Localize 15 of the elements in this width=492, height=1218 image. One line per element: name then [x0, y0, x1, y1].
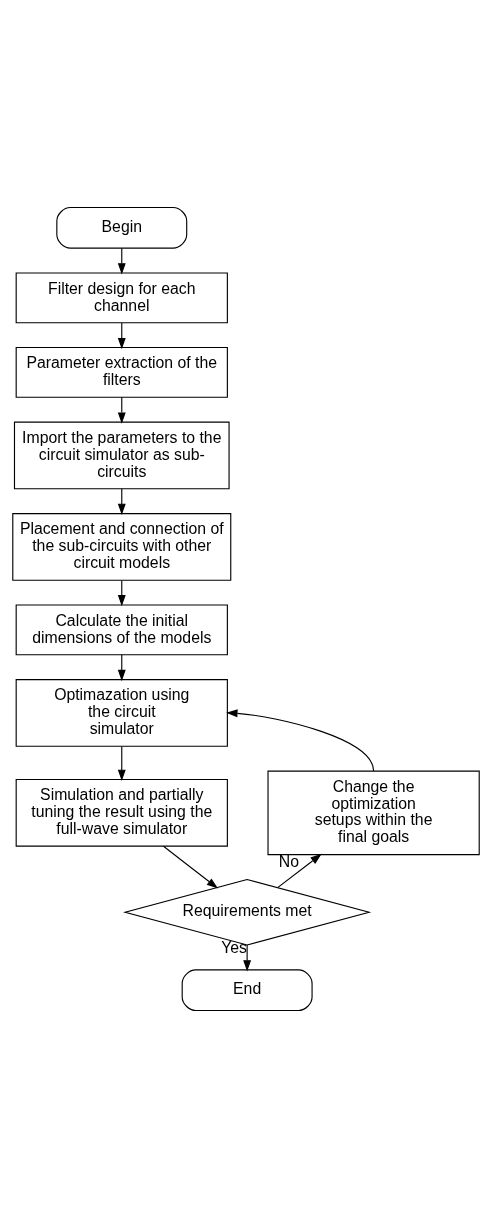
node-box: End: [181, 969, 313, 1012]
arrow: [277, 853, 322, 888]
node-box: Placement and connection of the sub-circuits with other circuit models: [12, 513, 232, 581]
node-box: Calculate the initial dimensions of the models: [15, 604, 228, 656]
node-box: Begin: [56, 206, 188, 249]
node-box: Optimazation using the circuit simulator: [15, 679, 228, 747]
node-box: Filter design for each channel: [15, 272, 228, 324]
node-box: Simulation and partially tuning the result using the full-wave simulator: [15, 778, 228, 847]
node-box: Change the optimization setups within the final goals: [267, 770, 480, 856]
arrow: [162, 845, 219, 889]
node-box: Import the parameters to the circuit simulator as sub-circuits: [13, 421, 230, 490]
arrow: [243, 944, 252, 972]
node-box: Parameter extraction of the filters: [15, 347, 228, 398]
arrow: [226, 709, 375, 772]
arrow: [117, 746, 126, 782]
